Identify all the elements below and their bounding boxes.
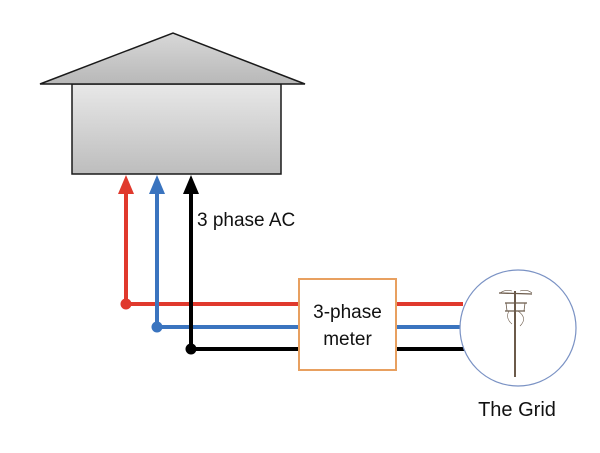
house [39,32,306,175]
meter-box [298,278,397,371]
phase-b-arrowhead [149,175,165,194]
grid-circle [459,269,577,387]
meter-label-line1: 3-phase [313,302,382,323]
utility-pole-icon [498,290,533,377]
house-body [71,83,282,175]
phase-c-junction-dot [185,343,197,355]
grid-label: The Grid [478,399,556,421]
house-roof [39,32,306,85]
phase-a-wire [118,175,463,310]
phase-a-junction-dot [120,298,132,310]
ac-label: 3 phase AC [197,210,295,231]
phase-c-arrowhead [183,175,199,194]
phase-b-junction-dot [151,321,163,333]
grid: The Grid [459,269,577,421]
phase-a-arrowhead [118,175,134,194]
phase-wires [118,175,464,355]
meter: 3-phase meter [298,278,397,371]
meter-label-line2: meter [323,329,372,350]
